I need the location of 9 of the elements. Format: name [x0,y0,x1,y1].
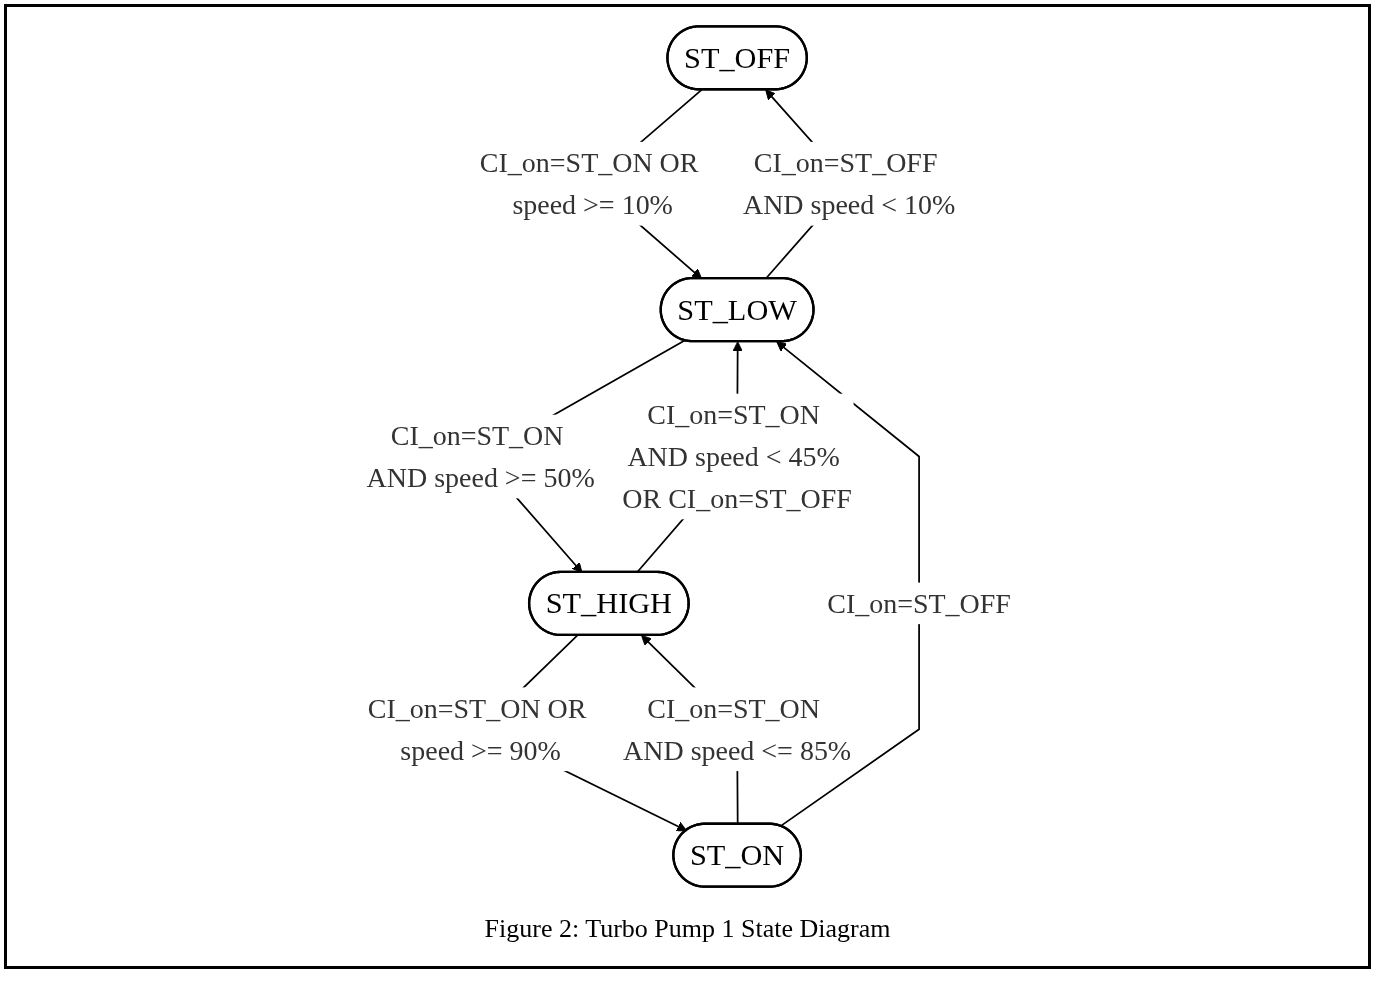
edge-label: CI_on=ST_ON OR speed >= 90% [367,693,587,766]
edge-label: CI_on=ST_ON AND speed < 45% OR CI_on=ST_OFF [622,399,852,514]
figure-caption: Figure 2: Turbo Pump 1 State Diagram [484,914,891,944]
edge-label: CI_on=ST_OFF [827,588,1011,619]
edge-label: CI_on=ST_OFF AND speed < 10% [742,147,956,220]
arrow [776,341,920,827]
edge-label: CI_on=ST_ON OR speed >= 10% [479,147,699,220]
edge-label: CI_on=ST_ON AND speed <= 85% [623,693,852,766]
edge-label: CI_on=ST_ON AND speed >= 50% [366,420,595,493]
